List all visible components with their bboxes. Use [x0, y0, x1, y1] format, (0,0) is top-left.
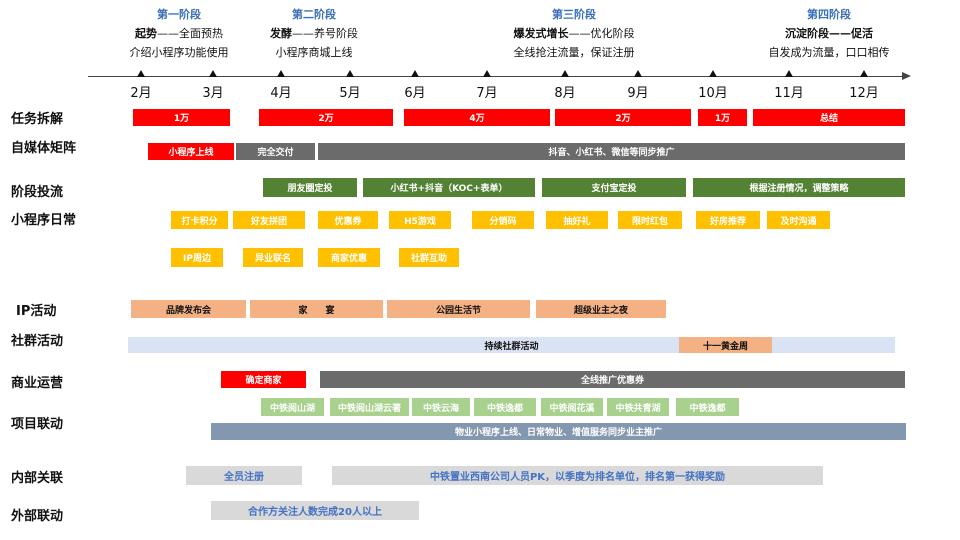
ad-bar-adjust: 根据注册情况，调整策略 [693, 178, 905, 197]
month-label: 4月 [270, 86, 292, 101]
task-bar-6: 总结 [753, 109, 905, 126]
ad-bar-xhs-douyin: 小红书+抖音（KOC+表单） [363, 178, 535, 197]
month-label: 9月 [627, 86, 649, 101]
phase-3-title: 第三阶段 [552, 8, 596, 21]
row-label-internal: 内部关联 [11, 471, 64, 486]
month-label: 5月 [339, 86, 361, 101]
task-bar-3: 4万 [404, 109, 550, 126]
month-label: 2月 [130, 86, 152, 101]
month-label: 10月 [698, 86, 728, 101]
row-label-ip: IP活动 [16, 304, 57, 319]
phase-4-line2: 自发成为流量，口口相传 [768, 46, 890, 59]
community-bar-continuous: 持续社群活动 [128, 337, 895, 353]
mini-item: 打卡积分 [171, 211, 228, 229]
month-tick [785, 70, 793, 77]
phase-3-line1: 爆发式增长——优化阶段 [513, 27, 635, 40]
month-tick [561, 70, 569, 77]
media-bar-launch: 小程序上线 [148, 143, 234, 160]
ad-bar-alipay: 支付宝定投 [542, 178, 686, 197]
row-label-community: 社群活动 [11, 334, 64, 349]
commerce-bar-merchants: 确定商家 [221, 371, 306, 388]
phase-2-line2: 小程序商城上线 [275, 46, 353, 59]
mini-item: 好房推荐 [696, 211, 760, 229]
media-bar-sync-promo: 抖音、小红书、微信等同步推广 [318, 143, 905, 160]
phase-3-line2: 全线抢注流量，保证注册 [513, 46, 635, 59]
internal-bar-register: 全员注册 [186, 466, 302, 485]
month-label: 3月 [202, 86, 224, 101]
mini-item: IP周边 [171, 248, 223, 267]
ip-bar-brand-launch: 品牌发布会 [131, 300, 246, 318]
project-item: 中铁云海 [412, 398, 470, 416]
project-item: 中铁阅山湖 [261, 398, 324, 416]
mini-item: 及时沟通 [767, 211, 830, 229]
month-tick [411, 70, 419, 77]
task-bar-4: 2万 [555, 109, 691, 126]
external-bar-partners: 合作方关注人数完成20人以上 [211, 501, 419, 520]
media-bar-delivery: 完全交付 [236, 143, 315, 160]
task-bar-2: 2万 [259, 109, 393, 126]
task-bar-1: 1万 [133, 109, 230, 126]
project-item: 中铁阅山湖云著 [330, 398, 409, 416]
month-tick [860, 70, 868, 77]
mini-item: 分销码 [472, 211, 534, 229]
mini-item: H5游戏 [389, 211, 451, 229]
month-label: 6月 [404, 86, 426, 101]
phase-4-title: 第四阶段 [807, 8, 851, 21]
mini-item: 抽好礼 [546, 211, 608, 229]
project-item: 中铁阅花溪 [541, 398, 603, 416]
phase-4-line1: 沉淀阶段——促活 [785, 27, 873, 40]
month-tick [483, 70, 491, 77]
month-label: 11月 [774, 86, 804, 101]
month-label: 12月 [849, 86, 879, 101]
month-tick [209, 70, 217, 77]
task-bar-5: 1万 [698, 109, 747, 126]
mini-item: 限时红包 [618, 211, 682, 229]
project-item: 中铁逸都 [676, 398, 739, 416]
phase-2-line1: 发酵——养号阶段 [270, 27, 358, 40]
row-label-media: 自媒体矩阵 [11, 141, 77, 156]
month-tick [137, 70, 145, 77]
row-label-tasks: 任务拆解 [11, 112, 64, 127]
phase-1-line1: 起势——全面预热 [135, 27, 223, 40]
internal-bar-pk: 中铁置业西南公司人员PK，以季度为排名单位，排名第一获得奖励 [332, 466, 823, 485]
month-tick [634, 70, 642, 77]
community-bar-golden-week: 十一黄金周 [679, 337, 772, 353]
timeline-axis [88, 76, 902, 77]
mini-item: 社群互助 [399, 248, 459, 267]
month-label: 7月 [476, 86, 498, 101]
ip-bar-family-feast: 家 宴 [250, 300, 383, 318]
phase-1-line2: 介绍小程序功能使用 [129, 46, 229, 59]
mini-item: 异业联名 [243, 248, 303, 267]
ip-bar-park-festival: 公园生活节 [387, 300, 530, 318]
mini-item: 商家优惠 [318, 248, 380, 267]
row-label-external: 外部联动 [11, 509, 64, 524]
project-bar-property: 物业小程序上线、日常物业、增值服务同步业主推广 [211, 423, 906, 440]
phase-1-title: 第一阶段 [157, 8, 201, 21]
phase-2-title: 第二阶段 [292, 8, 336, 21]
project-item: 中铁逸都 [474, 398, 536, 416]
row-label-commerce: 商业运营 [11, 376, 64, 391]
timeline-arrow-icon [902, 72, 911, 80]
mini-item: 好友拼团 [233, 211, 305, 229]
row-label-stage-ads: 阶段投流 [11, 185, 64, 200]
row-label-miniprogram: 小程序日常 [11, 213, 77, 228]
ad-bar-moments: 朋友圈定投 [263, 178, 357, 197]
commerce-bar-coupons: 全线推广优惠券 [320, 371, 905, 388]
month-label: 8月 [554, 86, 576, 101]
month-tick [277, 70, 285, 77]
mini-item: 优惠券 [318, 211, 378, 229]
ip-bar-owner-night: 超级业主之夜 [536, 300, 666, 318]
project-item: 中铁共青湖 [607, 398, 669, 416]
row-label-project: 项目联动 [11, 417, 64, 432]
month-tick [709, 70, 717, 77]
month-tick [346, 70, 354, 77]
